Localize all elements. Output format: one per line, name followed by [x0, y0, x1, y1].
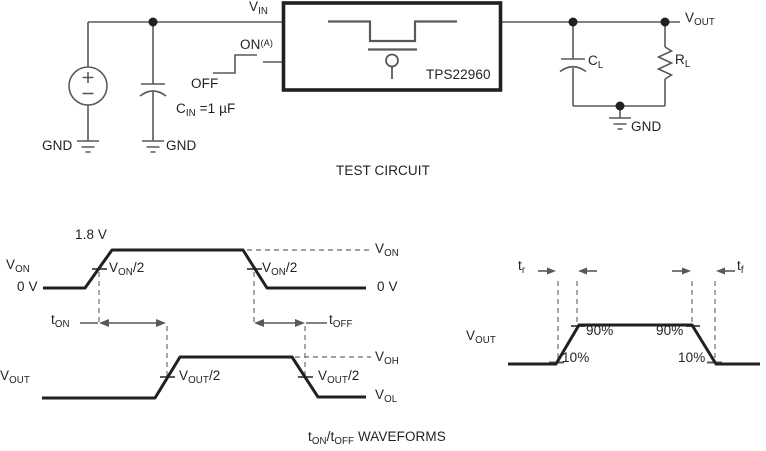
rise-fall-diagram-drawing [508, 267, 760, 366]
von-level-right-label: VON [375, 241, 399, 259]
cl-label: CL [588, 53, 604, 71]
zero-volt-right-label: 0 V [377, 279, 398, 294]
ton-label: tON [51, 312, 70, 330]
on-off-step-icon [213, 54, 257, 74]
gnd-load-label: GND [631, 119, 662, 134]
zero-volt-left-label: 0 V [17, 279, 38, 294]
vout-label: VOUT [685, 10, 715, 28]
tr-label: tr [518, 258, 526, 276]
junction-dots [148, 17, 670, 111]
toff-arrowheads [254, 319, 305, 327]
vout-axis-label: VOUT [0, 368, 30, 386]
von-axis-label: VON [6, 257, 30, 275]
von-trace [43, 248, 366, 290]
off-label: OFF [191, 76, 219, 91]
device-name-label: TPS22960 [426, 67, 491, 82]
rl-label: RL [675, 52, 691, 70]
gnd-source-label: GND [42, 138, 73, 153]
timing-diagram-drawing [42, 248, 371, 400]
von-half-fall-label: VON/2 [262, 260, 298, 278]
p90-rise-label: 90% [586, 323, 614, 338]
von-high-value-label: 1.8 V [75, 227, 108, 242]
ton-arrowheads [99, 319, 166, 327]
tr-arrowheads [547, 267, 587, 275]
gnd-input-label: GND [166, 138, 197, 153]
test-circuit-title: TEST CIRCUIT [336, 163, 430, 178]
timing-caption: tON/tOFF WAVEFORMS [308, 429, 446, 447]
input-capacitor-icon [139, 22, 167, 141]
voltage-source-icon [68, 22, 108, 141]
toff-label: tOFF [329, 312, 353, 330]
tf-arrowheads [682, 267, 725, 275]
risefall-dashed-guides [557, 281, 716, 361]
timing-dashed-guides [98, 249, 371, 378]
ground-icon-source [77, 140, 99, 153]
voh-label: VOH [375, 349, 399, 367]
vout-half-rise-label: VOUT/2 [179, 368, 221, 386]
test-circuit-drawing [68, 1, 680, 153]
pass-fet-icon [328, 20, 457, 79]
p10-fall-label: 10% [678, 350, 706, 365]
vout-risefall-trace [508, 323, 760, 366]
load-resistor-icon [656, 22, 674, 106]
tf-label: tf [737, 258, 744, 276]
cin-label: CIN =1 µF [176, 101, 236, 119]
vout-half-fall-label: VOUT/2 [318, 368, 360, 386]
vol-label: VOL [375, 387, 398, 405]
vout-trace [42, 355, 366, 400]
on-label: ON(A) [240, 37, 273, 52]
vin-label: VIN [249, 0, 269, 17]
vout-risefall-label: VOUT [466, 328, 496, 346]
von-half-rise-label: VON/2 [109, 260, 145, 278]
load-capacitor-icon [559, 22, 587, 106]
p90-fall-label: 90% [656, 323, 684, 338]
ground-icon-input [142, 140, 164, 153]
p10-rise-label: 10% [562, 350, 590, 365]
